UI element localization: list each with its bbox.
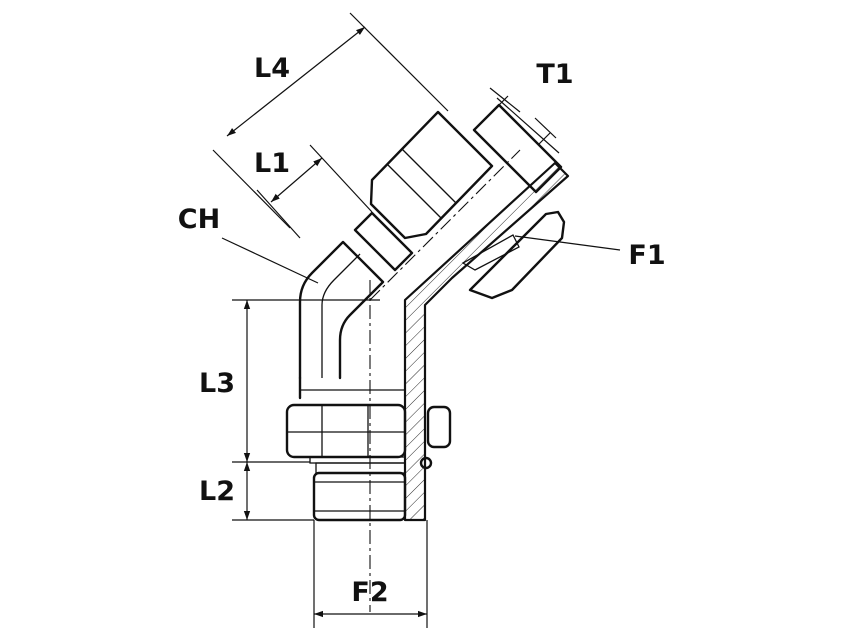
dimension-t1: T1 — [489, 59, 574, 154]
dimension-l4: L4 — [212, 12, 449, 229]
section-wall — [403, 161, 570, 522]
label-f1: F1 — [628, 240, 665, 271]
tube — [472, 103, 563, 194]
cutting-ring — [461, 234, 520, 271]
section-locknut — [419, 405, 452, 470]
body-swivel-collar — [353, 211, 414, 272]
label-ch: CH — [178, 204, 220, 235]
angled-centerline — [369, 149, 521, 301]
thread-stud — [312, 471, 407, 522]
collar — [298, 376, 405, 400]
label-t1: T1 — [536, 59, 573, 90]
label-l4: L4 — [254, 53, 290, 84]
section-nut — [468, 210, 566, 300]
label-l3: L3 — [199, 368, 235, 399]
union-nut — [369, 110, 494, 240]
leader-f1: F1 — [514, 235, 666, 271]
dimension-l3-l2: L3 L2 — [199, 299, 380, 521]
label-l1: L1 — [254, 148, 290, 179]
label-l2: L2 — [199, 476, 235, 507]
o-ring-groove — [309, 456, 406, 474]
leader-ch: CH — [178, 204, 319, 284]
label-f2: F2 — [351, 577, 388, 608]
dimension-f2: F2 — [313, 520, 428, 628]
hex-nut — [285, 403, 407, 459]
dimension-l1: L1 — [254, 144, 373, 239]
elbow-body — [298, 240, 385, 380]
